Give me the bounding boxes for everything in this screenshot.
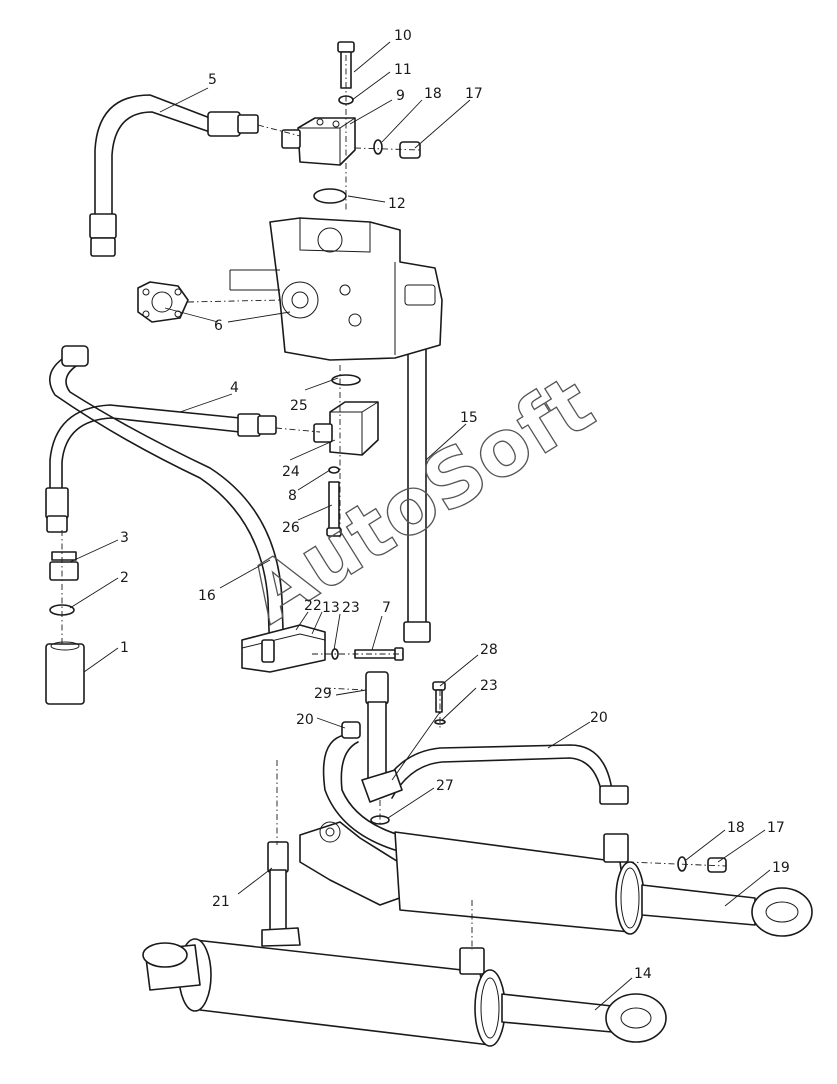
callout-18: 18: [424, 86, 442, 102]
block-24: [313, 401, 379, 456]
callout-8: 8: [288, 488, 297, 504]
callout-14: 14: [634, 966, 652, 982]
control-valve-block: [229, 217, 443, 361]
callout-13: 13: [322, 600, 340, 616]
callout-20-b: 20: [590, 710, 608, 726]
callout-18-b: 18: [727, 820, 745, 836]
hose-5: [89, 94, 259, 257]
callout-17: 17: [465, 86, 483, 102]
clamp-22: [241, 624, 326, 673]
callout-7: 7: [382, 600, 391, 616]
callout-17-b: 17: [767, 820, 785, 836]
adapter-3: [49, 551, 79, 581]
callout-26: 26: [282, 520, 300, 536]
callout-9: 9: [396, 88, 405, 104]
callout-28: 28: [480, 642, 498, 658]
manifold-mount: [299, 821, 409, 906]
callout-1: 1: [120, 640, 129, 656]
bolt-28: [432, 681, 446, 713]
callout-10: 10: [394, 28, 412, 44]
callout-20-a: 20: [296, 712, 314, 728]
callout-21: 21: [212, 894, 230, 910]
callout-6: 6: [214, 318, 223, 334]
flange-6: [137, 281, 189, 323]
plug-17-right: [707, 857, 727, 873]
hose-15: [397, 317, 431, 643]
callout-25: 25: [290, 398, 308, 414]
o-ring-25: [331, 374, 361, 386]
callout-19: 19: [772, 860, 790, 876]
callout-5: 5: [208, 72, 217, 88]
block-9: [281, 117, 356, 166]
hose-20-upper: [379, 744, 629, 805]
tee-29: [361, 671, 403, 803]
callout-labels: 10 11 9 18 17 5 12 6 4 25 15 24 8 26 3 2…: [120, 28, 790, 982]
coupling-1: [45, 641, 85, 705]
callout-2: 2: [120, 570, 129, 586]
washer-8: [328, 466, 340, 474]
callout-15: 15: [460, 410, 478, 426]
callout-23-b: 23: [480, 678, 498, 694]
assembly-axes: [61, 55, 727, 950]
cylinder-19: [394, 831, 813, 937]
callout-22: 22: [304, 598, 322, 614]
callout-11: 11: [394, 62, 412, 78]
hose-16: [48, 345, 285, 661]
callout-24: 24: [282, 464, 300, 480]
o-ring-18-top: [373, 139, 383, 155]
leader-lines: [69, 41, 771, 1011]
callout-3: 3: [120, 530, 129, 546]
callout-27: 27: [436, 778, 454, 794]
hose-4: [45, 404, 277, 533]
cylinder-14: [142, 938, 667, 1047]
block-21: [261, 841, 301, 947]
callout-4: 4: [230, 380, 239, 396]
o-ring-12: [313, 188, 347, 204]
callout-16: 16: [198, 588, 216, 604]
callout-12: 12: [388, 196, 406, 212]
callout-29: 29: [314, 686, 332, 702]
callout-23-a: 23: [342, 600, 360, 616]
